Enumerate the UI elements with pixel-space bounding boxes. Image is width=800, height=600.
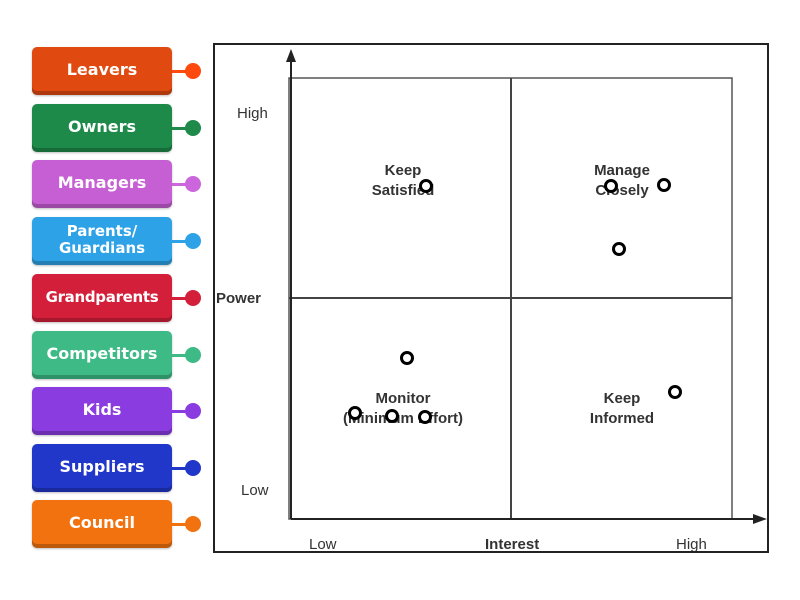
drop-target-circle[interactable] <box>400 351 414 365</box>
tile-suppliers[interactable]: Suppliers <box>32 444 172 492</box>
pin-row-leavers <box>0 47 210 95</box>
tile-label: Grandparents <box>45 287 159 306</box>
quadrant-bottom-right-line2: Informed <box>590 410 654 427</box>
pin-handle-kids[interactable] <box>185 403 201 419</box>
drop-target-circle[interactable] <box>348 406 362 420</box>
drop-target-circle[interactable] <box>385 409 399 423</box>
pin-row-kids <box>0 387 210 435</box>
drop-target-circle[interactable] <box>418 410 432 424</box>
pin-row-parents-guardians <box>0 217 210 265</box>
tile-owners[interactable]: Owners <box>32 104 172 152</box>
quadrant-top-left-line1: Keep <box>385 162 422 179</box>
y-low-label: Low <box>241 482 269 499</box>
pin-row-grandparents <box>0 274 210 322</box>
tile-label: Leavers <box>66 59 138 79</box>
pin-handle-council[interactable] <box>185 516 201 532</box>
pin-connector <box>172 240 188 243</box>
pin-handle-grandparents[interactable] <box>185 290 201 306</box>
quadrant-bottom-left-line2: (Minimum Effort) <box>343 410 463 427</box>
pin-row-owners <box>0 104 210 152</box>
pin-row-council <box>0 500 210 548</box>
pin-handle-leavers[interactable] <box>185 63 201 79</box>
y-high-label: High <box>237 105 268 122</box>
pin-handle-suppliers[interactable] <box>185 460 201 476</box>
drop-target-circle[interactable] <box>612 242 626 256</box>
tile-competitors[interactable]: Competitors <box>32 331 172 379</box>
x-low-label: Low <box>309 536 337 551</box>
tile-kids[interactable]: Kids <box>32 387 172 435</box>
quadrant-top-right-line2: Closely <box>595 182 649 199</box>
tile-label: Kids <box>82 399 122 419</box>
pin-connector <box>172 70 188 73</box>
y-axis-title: Power <box>216 290 261 307</box>
drop-target-circle[interactable] <box>604 179 618 193</box>
x-axis-title: Interest <box>485 536 539 551</box>
pin-handle-competitors[interactable] <box>185 347 201 363</box>
pin-connector <box>172 523 188 526</box>
quadrant-bottom-right-line1: Keep <box>604 390 641 407</box>
quadrant-top-left-line2: Satisfied <box>372 182 435 199</box>
pin-connector <box>172 467 188 470</box>
tile-label: Parents/ Guardians <box>58 221 146 257</box>
tile-label: Council <box>69 512 135 532</box>
pin-row-competitors <box>0 331 210 379</box>
pin-row-suppliers <box>0 444 210 492</box>
pin-connector <box>172 354 188 357</box>
stakeholder-matrix: High Low Power Low Interest High Keep Sa… <box>213 43 769 553</box>
drop-target-circle[interactable] <box>657 178 671 192</box>
tile-label: Suppliers <box>59 456 145 476</box>
y-axis-arrowhead <box>286 49 296 62</box>
drop-target-circle[interactable] <box>668 385 682 399</box>
tile-grandparents[interactable]: Grandparents <box>32 274 172 322</box>
x-high-label: High <box>676 536 707 551</box>
quadrant-top-right-line1: Manage <box>594 162 650 179</box>
pin-connector <box>172 183 188 186</box>
tile-parents-guardians[interactable]: Parents/ Guardians <box>32 217 172 265</box>
quadrant-bottom-left-line1: Monitor <box>376 390 431 407</box>
pin-connector <box>172 127 188 130</box>
pin-row-managers <box>0 160 210 208</box>
tile-label: Competitors <box>46 343 158 363</box>
pin-handle-managers[interactable] <box>185 176 201 192</box>
tile-label: Managers <box>57 172 147 192</box>
tile-label: Owners <box>67 116 137 136</box>
tile-managers[interactable]: Managers <box>32 160 172 208</box>
x-axis-arrowhead <box>753 514 767 524</box>
tile-council[interactable]: Council <box>32 500 172 548</box>
drop-target-circle[interactable] <box>419 179 433 193</box>
pin-handle-owners[interactable] <box>185 120 201 136</box>
pin-connector <box>172 297 188 300</box>
matrix-drawing: High Low Power Low Interest High Keep Sa… <box>216 49 767 551</box>
pin-handle-parents-guardians[interactable] <box>185 233 201 249</box>
tile-leavers[interactable]: Leavers <box>32 47 172 95</box>
pin-connector <box>172 410 188 413</box>
